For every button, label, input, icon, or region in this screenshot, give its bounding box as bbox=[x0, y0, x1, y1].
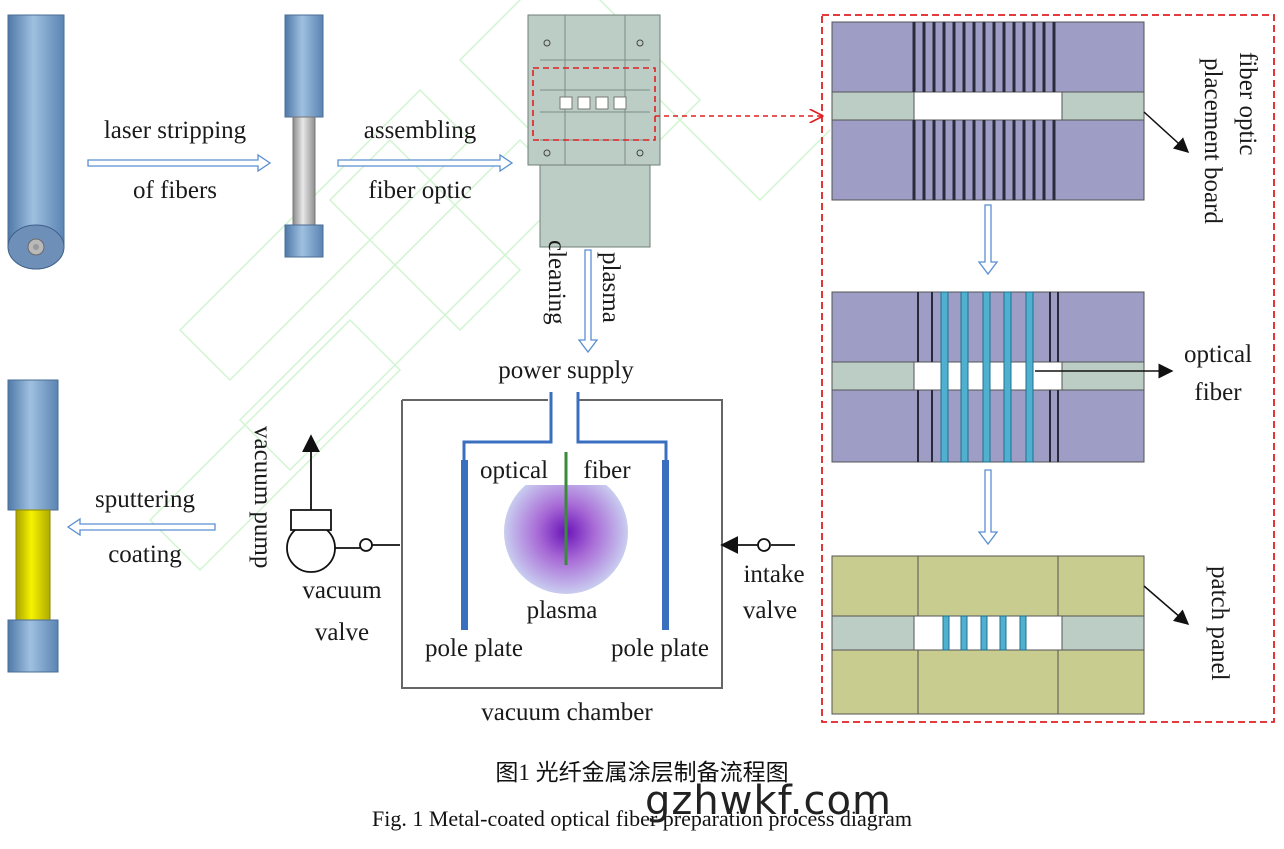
caption-chinese: 图1 光纤金属涂层制备流程图 bbox=[495, 760, 789, 785]
label-vacuum-pump: vacuum pump bbox=[249, 426, 276, 568]
label-of-fibers: of fibers bbox=[133, 177, 217, 204]
label-assembling: assembling bbox=[364, 117, 477, 144]
fiber-coated bbox=[7, 379, 59, 673]
label-patch-panel: patch panel bbox=[1206, 566, 1233, 681]
label-sputtering: sputtering bbox=[95, 486, 195, 513]
label-power-supply: power supply bbox=[498, 357, 634, 384]
label-fiber-optic: fiber optic bbox=[368, 177, 471, 204]
vacuum-pump bbox=[286, 434, 400, 573]
arrow-detail-2 bbox=[977, 469, 999, 546]
arrow-sputtering bbox=[66, 517, 216, 537]
label-cleaning: cleaning bbox=[543, 240, 570, 325]
assembly-board bbox=[527, 14, 822, 248]
intake-valve bbox=[720, 536, 795, 554]
intake-valve-icon bbox=[757, 538, 771, 552]
assembly-highlight bbox=[532, 67, 656, 141]
detail-panel bbox=[821, 14, 1275, 723]
label-fiber-optic-board: fiber optic bbox=[1234, 52, 1261, 155]
watermark-text: gzhwkf.com bbox=[645, 778, 892, 824]
label-coating: coating bbox=[108, 541, 182, 568]
label-vacuum-chamber: vacuum chamber bbox=[481, 699, 653, 726]
arrow-plasma-cleaning bbox=[577, 249, 599, 354]
arrows-flow bbox=[66, 153, 999, 546]
caption-english: Fig. 1 Metal-coated optical fiber prepar… bbox=[371, 806, 913, 831]
label-plasma: plasma bbox=[597, 252, 624, 323]
label-pole-plate-right: pole plate bbox=[611, 635, 709, 662]
label-laser-stripping: laser stripping bbox=[104, 117, 247, 144]
arrow-assembling bbox=[337, 153, 514, 173]
label-optical-chamber: optical bbox=[480, 457, 548, 484]
label-fiber-chamber: fiber bbox=[583, 457, 631, 484]
vacuum-valve-icon bbox=[359, 538, 373, 552]
label-intake: intake bbox=[743, 561, 804, 588]
arrow-laser-stripping bbox=[87, 153, 272, 173]
fiber-placed-image bbox=[831, 291, 1174, 463]
label-fiber-detail: fiber bbox=[1194, 379, 1242, 406]
fiber-stripped bbox=[284, 14, 324, 258]
pole-plate-right bbox=[662, 460, 669, 630]
label-vacuum: vacuum bbox=[302, 577, 382, 604]
placement-board-image bbox=[831, 21, 1190, 201]
pole-plate-left bbox=[461, 460, 468, 630]
label-valve-right: valve bbox=[743, 597, 797, 624]
label-pole-plate-left: pole plate bbox=[425, 635, 523, 662]
label-plasma-chamber: plasma bbox=[527, 597, 598, 624]
label-placement-board: placement board bbox=[1199, 58, 1226, 224]
fiber-original bbox=[7, 14, 65, 270]
patch-panel-image bbox=[831, 555, 1190, 715]
arrow-detail-1 bbox=[977, 204, 999, 276]
label-optical-detail: optical bbox=[1184, 341, 1252, 368]
vacuum-chamber bbox=[401, 392, 723, 689]
label-valve-left: valve bbox=[315, 619, 369, 646]
